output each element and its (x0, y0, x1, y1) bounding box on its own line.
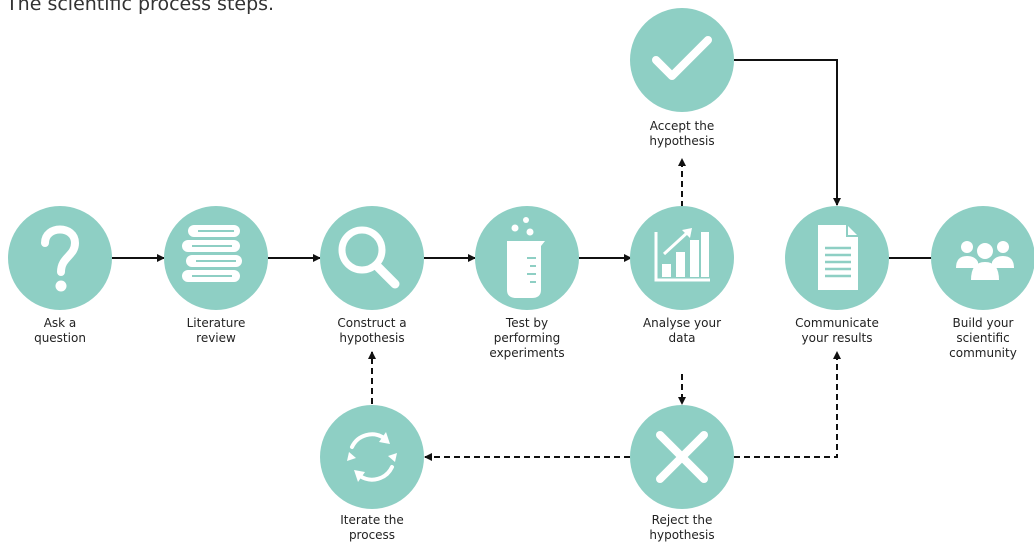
node-communicate-label: Communicate your results (795, 316, 879, 345)
node-ask-circle (8, 206, 112, 310)
node-accept (630, 8, 734, 112)
node-reject-label: Reject the hypothesis (649, 513, 715, 542)
node-ask (8, 206, 112, 310)
node-literature (164, 206, 268, 310)
node-ask-label: Ask a question (34, 316, 86, 345)
node-construct-label: Construct a hypothesis (337, 316, 407, 345)
node-literature-label: Literature review (186, 316, 246, 345)
magnifier-icon (338, 226, 400, 289)
node-community-label: Build your scientific community (949, 316, 1017, 360)
question-icon (41, 225, 80, 292)
bar-chart-icon (654, 228, 710, 282)
node-iterate (320, 405, 424, 509)
connector-reject-communicate (734, 351, 841, 458)
node-analyse (630, 206, 734, 310)
node-communicate (785, 206, 889, 310)
beaker-icon (507, 217, 545, 298)
people-icon (956, 241, 1014, 280)
node-test-label: Test by performing experiments (489, 316, 565, 360)
node-accept-circle (630, 8, 734, 112)
document-icon (818, 225, 858, 290)
node-reject (630, 405, 734, 509)
node-iterate-label: Iterate the process (340, 513, 404, 542)
figure-caption: . The scientific process steps. (0, 0, 275, 15)
checkmark-icon (652, 36, 712, 80)
node-community (931, 206, 1034, 310)
node-construct-circle (320, 206, 424, 310)
connector-accept-communicate (734, 59, 841, 206)
node-analyse-label: Analyse your data (642, 316, 722, 345)
node-iterate-circle (320, 405, 424, 509)
node-accept-label: Accept the hypothesis (649, 119, 715, 148)
cycle-arrows-icon (350, 432, 394, 482)
node-test (475, 206, 579, 310)
cross-icon (656, 431, 708, 483)
node-construct (320, 206, 424, 310)
connectors (112, 59, 942, 461)
